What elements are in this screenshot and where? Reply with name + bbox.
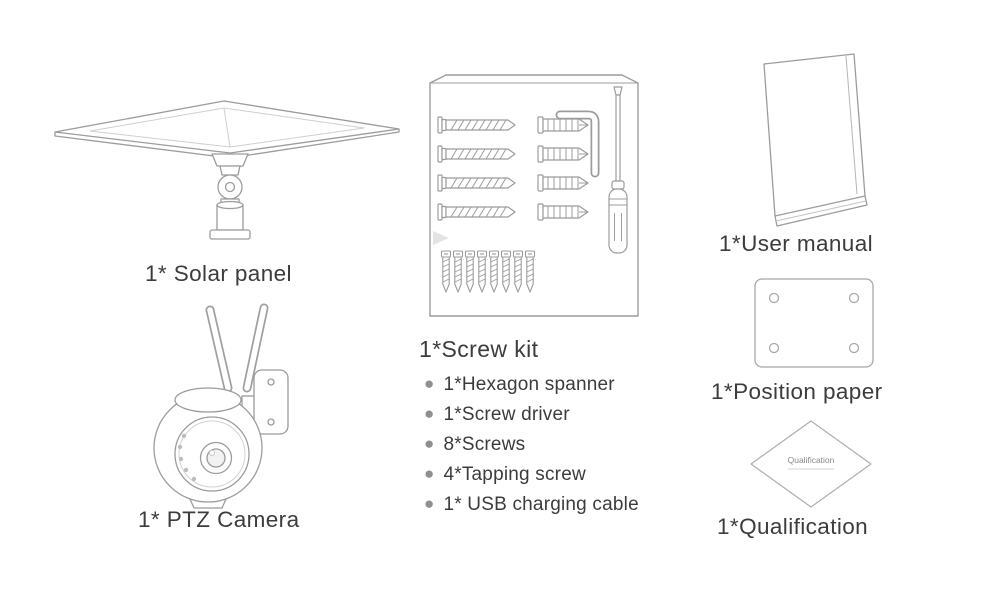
user-manual-icon [763,53,868,227]
user-manual-label: 1*User manual [719,231,874,256]
solar-panel-label: 1* Solar panel [145,261,292,286]
list-item: ● 4*Tapping screw [424,464,704,486]
list-item-label: 1*Hexagon spanner [443,374,615,395]
bullet-icon: ● [424,494,435,513]
list-item: ● 8*Screws [424,434,704,456]
bullet-icon: ● [424,464,435,483]
qualification-icon: Qualification [750,420,872,508]
screw-kit-label: 1*Screw kit [419,336,539,362]
user-manual-illustration [748,50,878,235]
qualification-label: 1*Qualification [717,514,869,539]
position-paper-illustration [750,274,880,374]
ptz-camera-illustration [146,300,326,510]
list-item: ● 1* USB charging cable [424,494,704,516]
solar-panel-icon [54,100,400,240]
list-item: ● 1*Hexagon spanner [424,374,704,396]
ptz-camera-icon [153,303,289,509]
bullet-icon: ● [424,404,435,423]
qualification-illustration: Qualification [748,418,874,510]
qualification-badge-text: Qualification [788,455,835,465]
screw-kit-contents-list: ● 1*Hexagon spanner ● 1*Screw driver ● 8… [424,374,704,524]
list-item-label: 1*Screw driver [443,404,570,425]
list-item-label: 1* USB charging cable [443,494,639,515]
bullet-icon: ● [424,374,435,393]
position-paper-label: 1*Position paper [711,379,883,404]
position-paper-icon [754,278,874,368]
list-item: ● 1*Screw driver [424,404,704,426]
screw-kit-illustration [428,73,640,318]
list-item-label: 4*Tapping screw [443,464,586,485]
list-item-label: 8*Screws [443,434,526,455]
bullet-icon: ● [424,434,435,453]
screw-kit-icon [429,74,639,317]
ptz-camera-label: 1* PTZ Camera [138,507,300,532]
solar-panel-illustration [52,96,402,246]
